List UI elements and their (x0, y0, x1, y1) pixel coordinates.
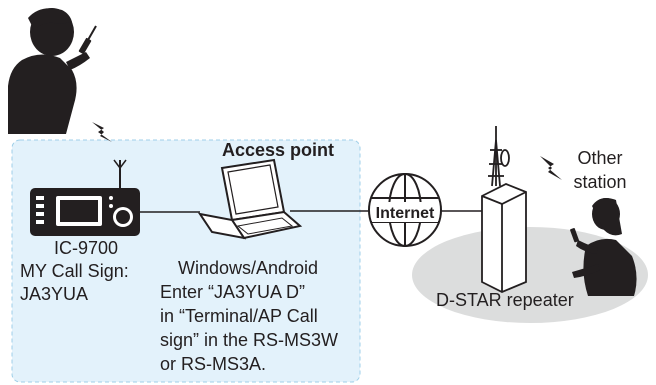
other-station-label-2: station (573, 172, 626, 192)
repeater-label: D-STAR repeater (436, 290, 574, 310)
internet-label: Internet (376, 205, 435, 222)
signal-icon (540, 156, 562, 180)
instruction-line-3: sign” in the RS-MS3W (160, 330, 338, 350)
instruction-line-2: in “Terminal/AP Call (160, 306, 318, 326)
operator-icon (8, 8, 97, 134)
connection-lines (140, 210, 482, 213)
instruction-line-1: Enter “JA3YUA D” (160, 282, 305, 302)
access-point-label: Access point (222, 140, 334, 160)
repeater-tower-icon (481, 126, 527, 293)
radio-model-label: IC-9700 (54, 238, 118, 258)
signal-icon (92, 122, 112, 142)
transceiver-icon (30, 159, 140, 236)
laptop-icon (197, 158, 303, 240)
os-label: Windows/Android (178, 258, 318, 278)
other-station-person-icon (570, 198, 637, 296)
my-call-label: MY Call Sign: (20, 261, 129, 281)
my-call-value: JA3YUA (20, 284, 88, 304)
other-station-label-1: Other (577, 148, 622, 168)
instruction-line-4: or RS-MS3A. (160, 354, 266, 374)
internet-label-bg (372, 202, 438, 222)
